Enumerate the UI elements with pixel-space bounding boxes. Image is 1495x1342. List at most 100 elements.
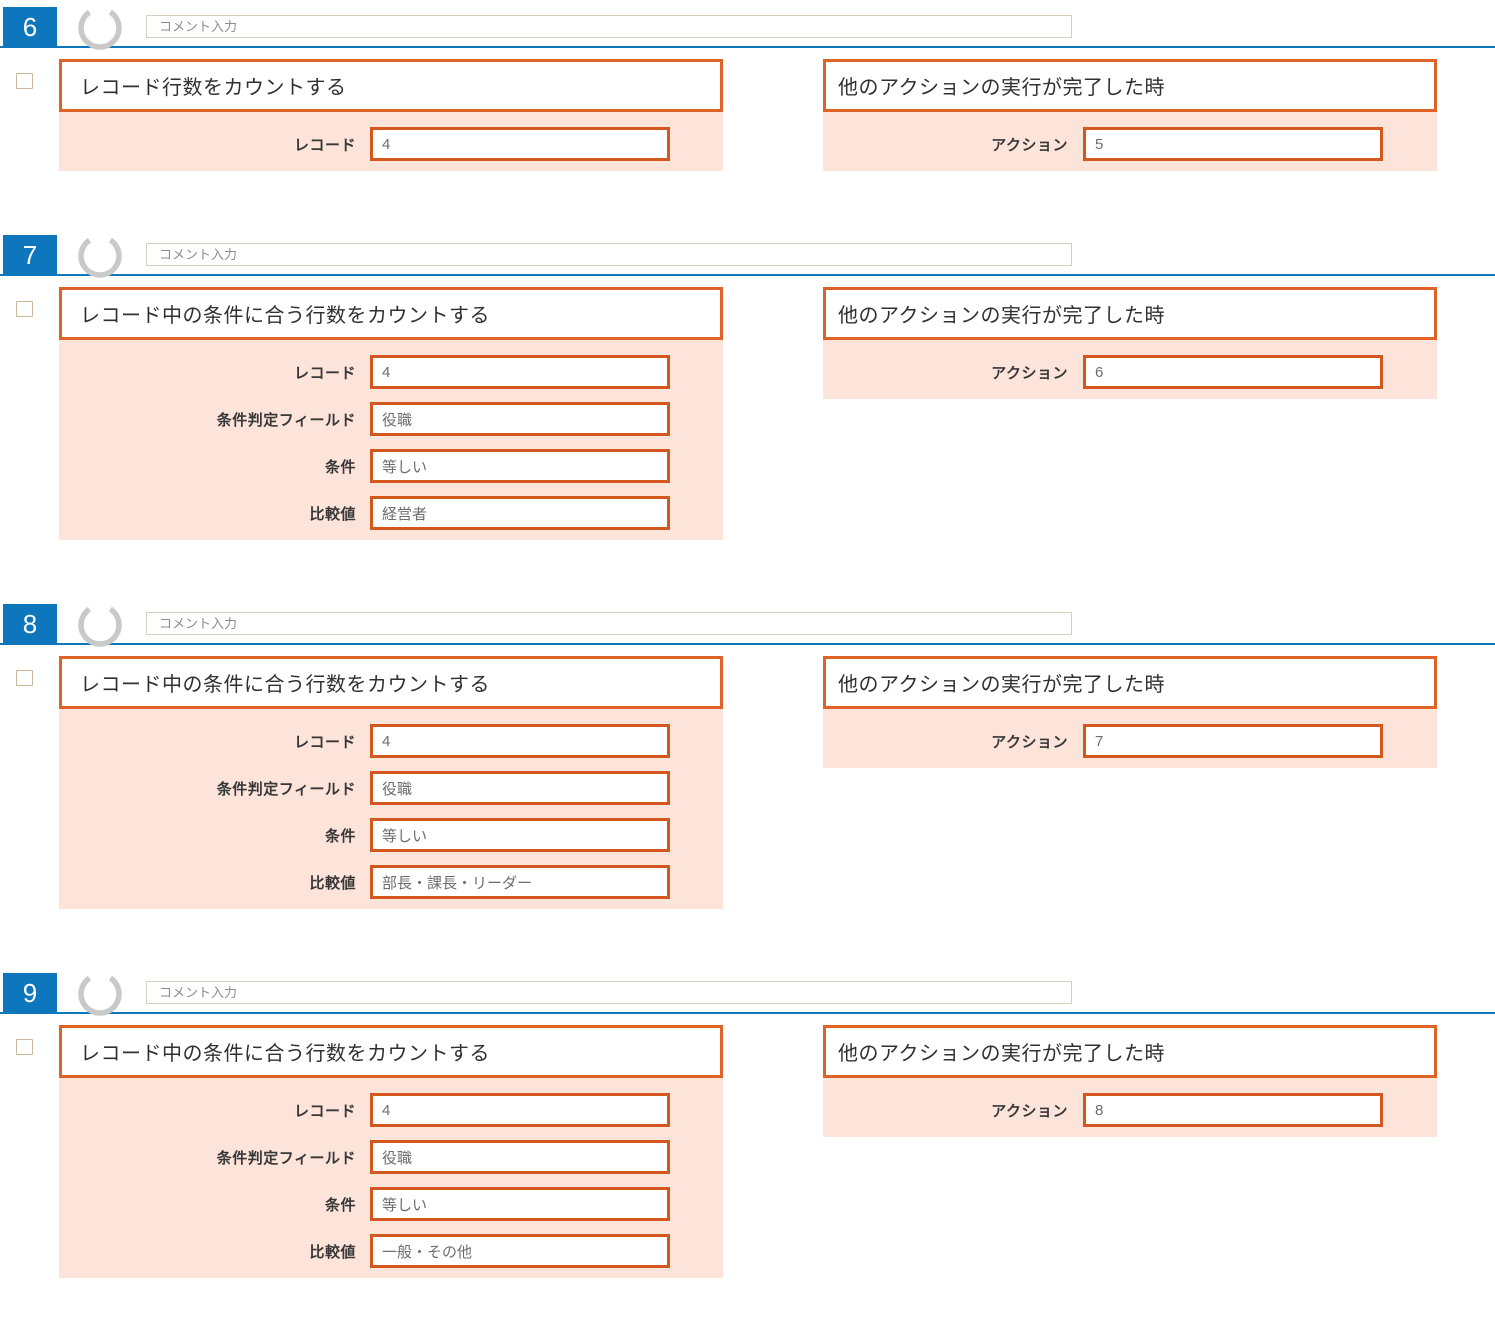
workflow-step: 7 レコード中の条件に合う行数をカウントする レコード 4 条件判定フィールド …: [0, 234, 1495, 540]
field-value-input[interactable]: 4: [370, 724, 670, 758]
trigger-fields: アクション 8: [823, 1078, 1437, 1137]
trigger-fields: アクション 6: [823, 340, 1437, 399]
comment-input[interactable]: [146, 15, 1072, 38]
field-value-input[interactable]: 役職: [370, 771, 670, 805]
select-checkbox[interactable]: [16, 670, 33, 686]
field-label: 条件判定フィールド: [216, 780, 356, 798]
field-label: 条件: [324, 1196, 356, 1214]
field-label: レコード: [293, 1102, 356, 1120]
field-label: アクション: [991, 1102, 1068, 1120]
step-header: 7: [0, 234, 1495, 278]
workflow-step: 9 レコード中の条件に合う行数をカウントする レコード 4 条件判定フィールド …: [0, 972, 1495, 1278]
comment-input[interactable]: [146, 981, 1072, 1004]
action-fields: レコード 4: [59, 112, 723, 171]
step-header: 9: [0, 972, 1495, 1016]
action-panel: レコード行数をカウントする レコード 4: [59, 59, 723, 171]
field-value-input[interactable]: 経営者: [370, 496, 670, 530]
field-value-input[interactable]: 8: [1083, 1093, 1383, 1127]
progress-ring-icon: [78, 234, 122, 278]
field-row: アクション 6: [823, 355, 1437, 389]
trigger-panel: 他のアクションの実行が完了した時 アクション 5: [823, 59, 1437, 171]
field-row: レコード 4: [59, 355, 723, 389]
action-panel: レコード中の条件に合う行数をカウントする レコード 4 条件判定フィールド 役職…: [59, 656, 723, 909]
action-title: レコード中の条件に合う行数をカウントする: [59, 656, 723, 709]
field-value-input[interactable]: 4: [370, 1093, 670, 1127]
field-value-input[interactable]: 5: [1083, 127, 1383, 161]
field-value-input[interactable]: 等しい: [370, 449, 670, 483]
field-label: レコード: [293, 733, 356, 751]
field-row: アクション 8: [823, 1093, 1437, 1127]
progress-ring-icon: [78, 603, 122, 647]
field-value-input[interactable]: 一般・その他: [370, 1234, 670, 1268]
field-label: 条件判定フィールド: [216, 1149, 356, 1167]
trigger-title: 他のアクションの実行が完了した時: [823, 287, 1437, 340]
field-value-input[interactable]: 部長・課長・リーダー: [370, 865, 670, 899]
field-value-input[interactable]: 6: [1083, 355, 1383, 389]
field-value-input[interactable]: 7: [1083, 724, 1383, 758]
workflow-step: 6 レコード行数をカウントする レコード 4 他のアクションの実行が完了した時 …: [0, 6, 1495, 171]
field-row: 条件判定フィールド 役職: [59, 771, 723, 805]
field-value-input[interactable]: 役職: [370, 402, 670, 436]
field-value-input[interactable]: 等しい: [370, 818, 670, 852]
action-fields: レコード 4 条件判定フィールド 役職 条件 等しい 比較値 一般・その他: [59, 1078, 723, 1278]
action-panel: レコード中の条件に合う行数をカウントする レコード 4 条件判定フィールド 役職…: [59, 287, 723, 540]
field-value-input[interactable]: 役職: [370, 1140, 670, 1174]
comment-input[interactable]: [146, 612, 1072, 635]
field-value-input[interactable]: 等しい: [370, 1187, 670, 1221]
action-title: レコード行数をカウントする: [59, 59, 723, 112]
comment-input[interactable]: [146, 243, 1072, 266]
trigger-fields: アクション 5: [823, 112, 1437, 171]
step-number-badge: 7: [3, 235, 57, 276]
field-value-input[interactable]: 4: [370, 127, 670, 161]
field-label: アクション: [991, 364, 1068, 382]
field-label: 比較値: [309, 505, 356, 523]
select-checkbox[interactable]: [16, 1039, 33, 1055]
step-body: レコード行数をカウントする レコード 4 他のアクションの実行が完了した時 アク…: [0, 59, 1495, 171]
trigger-title: 他のアクションの実行が完了した時: [823, 656, 1437, 709]
action-fields: レコード 4 条件判定フィールド 役職 条件 等しい 比較値 経営者: [59, 340, 723, 540]
trigger-title: 他のアクションの実行が完了した時: [823, 1025, 1437, 1078]
field-label: 条件判定フィールド: [216, 411, 356, 429]
field-row: 比較値 一般・その他: [59, 1234, 723, 1268]
field-row: 比較値 部長・課長・リーダー: [59, 865, 723, 899]
step-number-badge: 6: [3, 7, 57, 48]
step-header: 8: [0, 603, 1495, 647]
progress-ring-icon: [78, 972, 122, 1016]
field-row: アクション 5: [823, 127, 1437, 161]
action-panel: レコード中の条件に合う行数をカウントする レコード 4 条件判定フィールド 役職…: [59, 1025, 723, 1278]
step-body: レコード中の条件に合う行数をカウントする レコード 4 条件判定フィールド 役職…: [0, 1025, 1495, 1278]
step-number-badge: 9: [3, 973, 57, 1014]
field-row: レコード 4: [59, 127, 723, 161]
field-row: 条件判定フィールド 役職: [59, 1140, 723, 1174]
field-label: アクション: [991, 733, 1068, 751]
workflow-step-list: 6 レコード行数をカウントする レコード 4 他のアクションの実行が完了した時 …: [0, 6, 1495, 1278]
trigger-fields: アクション 7: [823, 709, 1437, 768]
progress-ring-icon: [78, 6, 122, 50]
field-row: レコード 4: [59, 1093, 723, 1127]
field-row: 比較値 経営者: [59, 496, 723, 530]
workflow-step: 8 レコード中の条件に合う行数をカウントする レコード 4 条件判定フィールド …: [0, 603, 1495, 909]
select-checkbox[interactable]: [16, 301, 33, 317]
field-value-input[interactable]: 4: [370, 355, 670, 389]
action-title: レコード中の条件に合う行数をカウントする: [59, 287, 723, 340]
trigger-panel: 他のアクションの実行が完了した時 アクション 8: [823, 1025, 1437, 1137]
field-label: 比較値: [309, 1243, 356, 1261]
field-label: レコード: [293, 364, 356, 382]
step-body: レコード中の条件に合う行数をカウントする レコード 4 条件判定フィールド 役職…: [0, 287, 1495, 540]
action-title: レコード中の条件に合う行数をカウントする: [59, 1025, 723, 1078]
field-row: 条件 等しい: [59, 1187, 723, 1221]
select-checkbox[interactable]: [16, 73, 33, 89]
field-row: アクション 7: [823, 724, 1437, 758]
trigger-panel: 他のアクションの実行が完了した時 アクション 7: [823, 656, 1437, 768]
field-row: 条件 等しい: [59, 449, 723, 483]
step-header: 6: [0, 6, 1495, 50]
field-label: 条件: [324, 458, 356, 476]
field-row: レコード 4: [59, 724, 723, 758]
field-row: 条件 等しい: [59, 818, 723, 852]
action-fields: レコード 4 条件判定フィールド 役職 条件 等しい 比較値 部長・課長・リーダ…: [59, 709, 723, 909]
step-body: レコード中の条件に合う行数をカウントする レコード 4 条件判定フィールド 役職…: [0, 656, 1495, 909]
field-label: レコード: [293, 136, 356, 154]
field-label: アクション: [991, 136, 1068, 154]
field-label: 条件: [324, 827, 356, 845]
field-label: 比較値: [309, 874, 356, 892]
